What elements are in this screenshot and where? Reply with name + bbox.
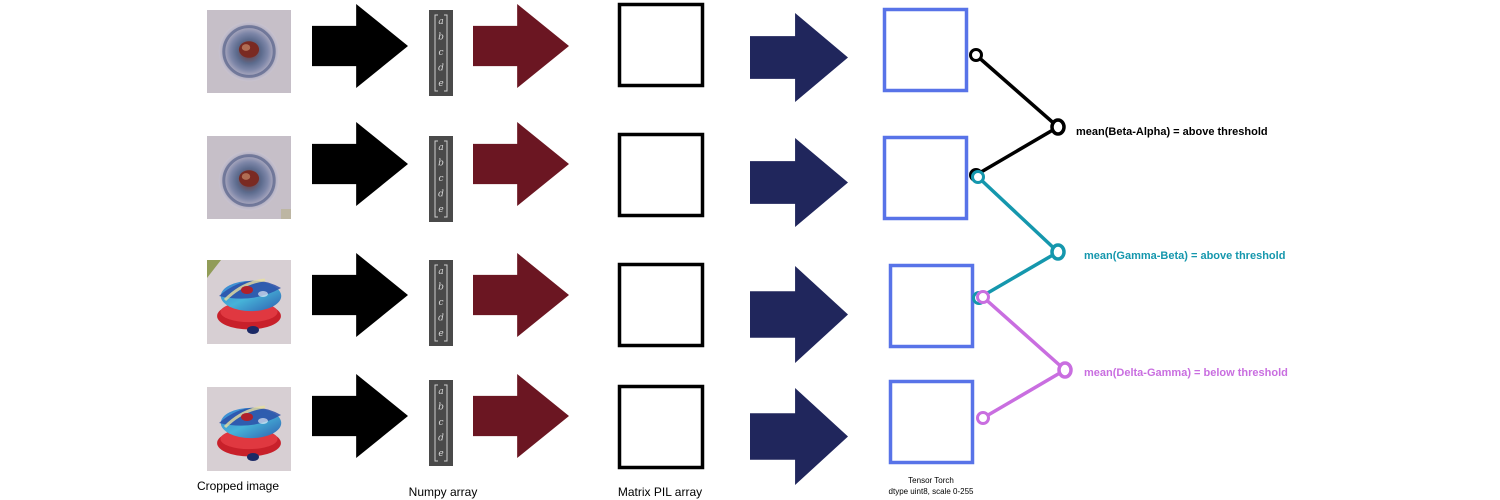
vector-entry: c [438,418,443,428]
arrow-to-pil [473,122,569,206]
arrow-to-tensor [750,388,848,485]
connector-endpoint [971,170,985,184]
tensor-box [882,135,969,221]
connector-hub [1057,361,1073,379]
caption-tensor-line2: dtype uint8, scale 0-255 [889,487,974,496]
pil-matrix-box [617,2,705,88]
arrow-to-pil [473,374,569,458]
connector-endpoint [969,48,983,62]
vector-entry: e [438,449,443,459]
vector-entry: c [438,174,443,184]
comparison-label-gamma-beta: mean(Gamma-Beta) = above threshold [1084,250,1285,262]
vector-entry: d [438,64,444,74]
comparison-connector [971,170,1066,305]
vector-entry: a [438,387,443,397]
cropped-image-beyblade-side [207,260,291,344]
caption-numpy-array: Numpy array [409,485,478,499]
arrow-to-pil [473,4,569,88]
vector-entry: d [438,314,444,324]
vector-entry: b [438,33,444,43]
comparison-connector [969,48,1066,182]
caption-pil-array: Matrix PIL array [618,485,702,499]
vector-entry: a [438,17,443,27]
arrow-to-tensor [750,13,848,102]
tensor-box [882,7,969,93]
vector-entry: a [438,143,443,153]
connector-hub [1050,243,1066,261]
arrow-to-numpy [312,374,408,458]
connector-endpoint [976,290,990,304]
pil-matrix-box [617,384,705,470]
comparison-connector [976,290,1073,425]
tensor-box [888,263,975,349]
cropped-image-beyblade-top [207,10,291,93]
vector-entry: e [438,79,443,89]
arrow-to-pil [473,253,569,337]
vector-entry: c [438,298,443,308]
pil-matrix-box [617,262,705,348]
comparison-label-delta-gamma: mean(Delta-Gamma) = below threshold [1084,367,1288,379]
cropped-image-beyblade-top [207,136,291,219]
vector-entry: d [438,190,444,200]
vector-entry: b [438,159,444,169]
pil-matrix-box [617,132,705,218]
vector-entry: b [438,403,444,413]
vector-entry: d [438,434,444,444]
vector-entry: e [438,329,443,339]
vector-entry: e [438,205,443,215]
vector-entry: c [438,48,443,58]
arrow-to-tensor [750,138,848,227]
vector-entry: a [438,267,443,277]
connector-hub [1050,118,1066,136]
caption-cropped-image: Cropped image [197,479,279,493]
cropped-image-beyblade-side [207,387,291,471]
tensor-box [888,379,975,465]
arrow-to-numpy [312,253,408,337]
connector-endpoint [976,411,990,425]
caption-tensor-line1: Tensor Torch [908,476,954,485]
arrow-to-tensor [750,266,848,363]
comparison-connectors [969,48,1073,425]
arrow-to-numpy [312,122,408,206]
vector-entry: b [438,283,444,293]
arrow-to-numpy [312,4,408,88]
comparison-label-beta-alpha: mean(Beta-Alpha) = above threshold [1076,126,1268,138]
